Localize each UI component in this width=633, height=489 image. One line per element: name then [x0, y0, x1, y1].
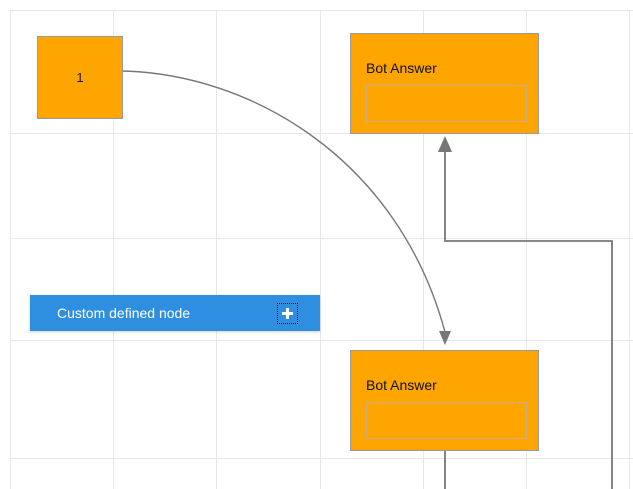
node-bot-answer-top[interactable]: Bot Answer — [350, 33, 539, 134]
node-answer-field[interactable] — [366, 85, 527, 122]
edge-loop-to-top-bot-answer[interactable] — [438, 136, 613, 489]
node-title: Bot Answer — [366, 60, 437, 76]
arrowhead-down — [439, 331, 451, 345]
arrowhead-up — [438, 136, 452, 152]
node-bot-answer-bottom[interactable]: Bot Answer — [350, 350, 539, 451]
plus-icon[interactable] — [277, 302, 298, 324]
node-answer-field[interactable] — [366, 402, 527, 439]
node-start[interactable]: 1 — [37, 36, 123, 119]
custom-defined-node-chip[interactable]: Custom defined node — [30, 295, 320, 331]
edge-start-to-bottom-bot-answer[interactable] — [122, 70, 451, 345]
node-title: Bot Answer — [366, 377, 437, 393]
node-start-label: 1 — [76, 70, 84, 85]
custom-defined-node-label: Custom defined node — [57, 305, 191, 321]
